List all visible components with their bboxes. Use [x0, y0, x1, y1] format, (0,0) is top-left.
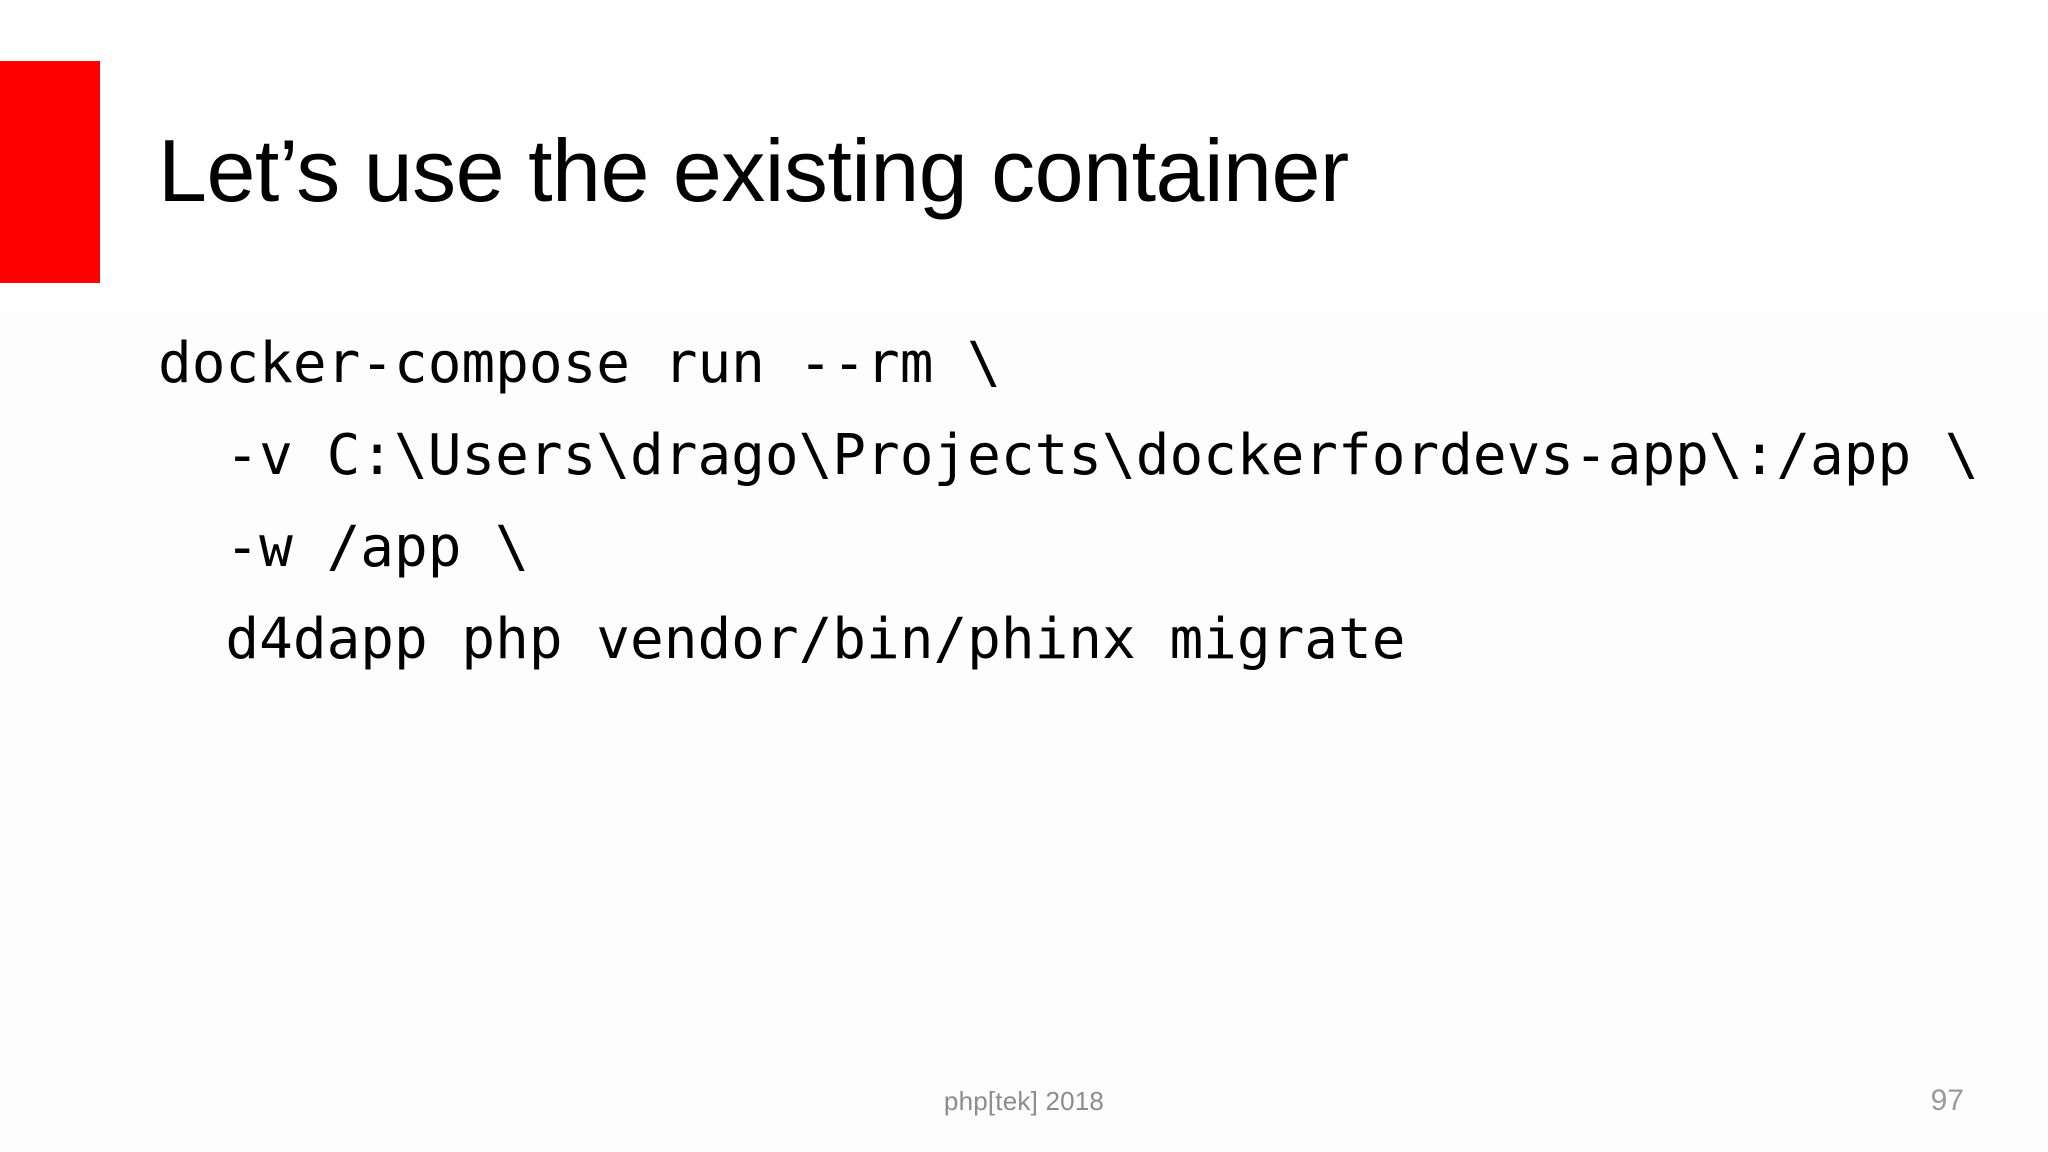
code-line: d4dapp php vendor/bin/phinx migrate [158, 607, 1406, 672]
footer-conference-label: php[tek] 2018 [943, 1086, 1105, 1116]
red-accent-bar [0, 61, 100, 283]
code-line: docker-compose run --rm \ [158, 331, 1001, 396]
code-line: -w /app \ [158, 515, 529, 580]
page-title: Let’s use the existing container [158, 121, 1349, 220]
code-line: -v C:\Users\drago\Projects\dockerfordevs… [158, 423, 1979, 488]
content-band [0, 310, 2048, 1152]
footer-page-number: 97 [1930, 1084, 1964, 1117]
code-block: docker-compose run --rm \ -v C:\Users\dr… [158, 318, 2018, 686]
